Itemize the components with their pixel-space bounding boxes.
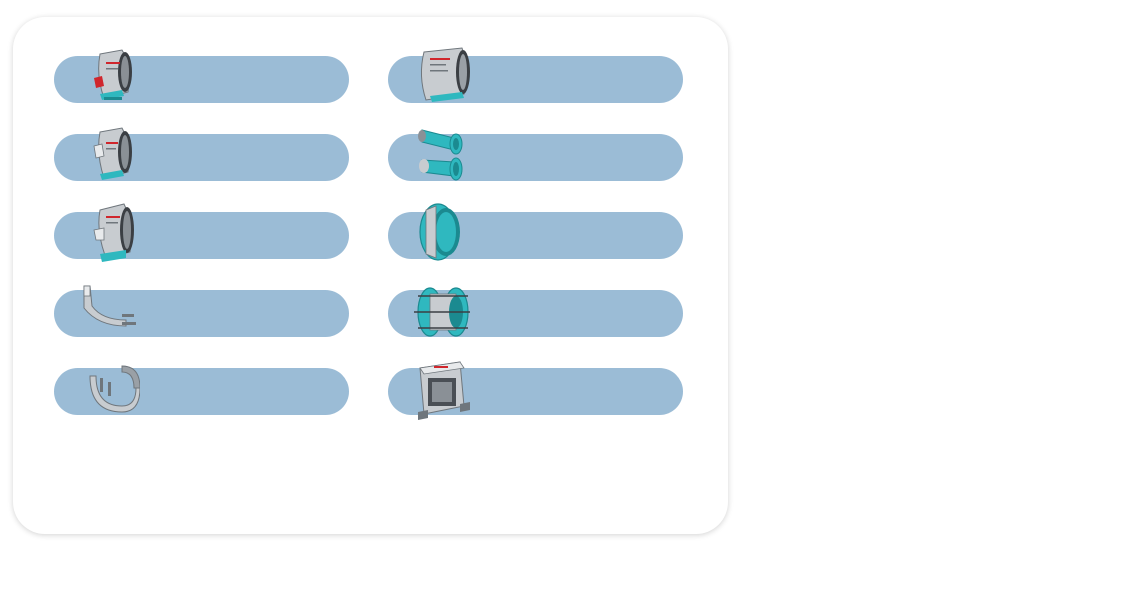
product-item-7[interactable]: [54, 285, 349, 337]
product-item-1[interactable]: [54, 49, 349, 103]
square-frame-coupling-icon: [404, 358, 474, 424]
product-item-6[interactable]: [388, 203, 683, 261]
product-item-3[interactable]: [54, 127, 349, 181]
steel-strap-bracket-icon: [70, 280, 140, 346]
clamp-coupling-wide-icon: [404, 46, 474, 112]
bolted-teal-coupling-icon: [404, 280, 474, 346]
product-panel: [13, 17, 728, 534]
clamp-coupling-red-drain-icon: [70, 46, 140, 112]
teal-band-coupling-icon: [404, 202, 474, 268]
clamp-coupling-angled-icon: [70, 202, 140, 268]
product-item-4[interactable]: [388, 129, 683, 181]
clamp-coupling-tapping-icon: [70, 124, 140, 190]
flanged-adapter-pair-icon: [404, 124, 474, 190]
open-steel-clamp-icon: [70, 358, 140, 424]
product-item-10[interactable]: [388, 361, 683, 420]
product-item-5[interactable]: [54, 203, 349, 262]
product-grid: [54, 47, 683, 420]
product-item-2[interactable]: [388, 47, 683, 103]
product-item-9[interactable]: [54, 365, 349, 415]
product-item-8[interactable]: [388, 287, 683, 337]
